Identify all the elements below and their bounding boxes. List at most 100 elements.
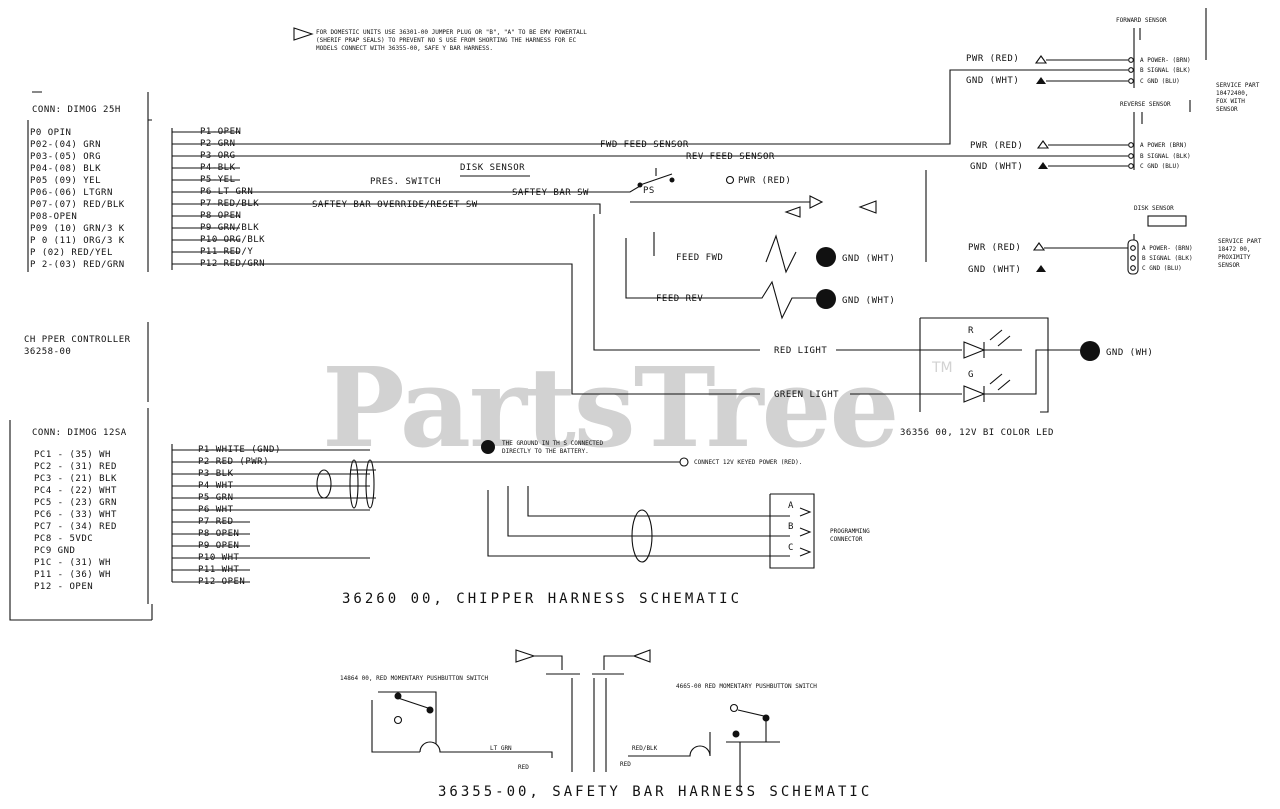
connector-25-title: CONN: DIMOG 25H [32, 105, 121, 115]
fwd-note: 10472400, [1216, 90, 1249, 97]
connector-12-block: CONN: DIMOG 12SA PC1 - (35) WH PC2 - (31… [9, 420, 153, 621]
lower-wire-label: P3-BLK [198, 469, 234, 479]
led-g-label: G [968, 370, 974, 380]
disk-sensor-label: DISK SENSOR [460, 163, 525, 173]
lower-wire-label: P2-RED (PWR) [198, 457, 269, 467]
domestic-note-line-2: (SHERIF PRAP SEALS) TO PREVENT NO S USE … [316, 37, 576, 44]
led-r-label: R [968, 326, 974, 336]
connector-25-pin: P (02) RED/YEL [30, 248, 113, 258]
fwd-pin-c: C GND (BLU) [1140, 78, 1180, 85]
override-label: SAFTEY BAR OVERRIDE/RESET SW [312, 200, 478, 210]
fwd-pwr-label: PWR (RED) [966, 54, 1019, 64]
gnd-wht-label: GND (WHT) [842, 254, 895, 264]
right-switch-label: 4665-00 RED MOMENTARY PUSHBUTTON SWITCH [676, 683, 817, 690]
green-light-label: GREEN LIGHT [774, 390, 839, 400]
red-label-left: RED [518, 764, 529, 771]
disk-sensor-title: DISK SENSOR [1134, 205, 1174, 212]
lower-wire-label: P6-WHT [198, 505, 234, 515]
disk-note: SENSOR [1218, 262, 1240, 269]
lower-wire-label: P10 WHT [198, 553, 240, 563]
connector-25-pin: P0 OPIN [30, 128, 71, 138]
fwd-feed-label: FWD FEED SENSOR [600, 140, 689, 150]
disk-note: PROXIMITY [1218, 254, 1251, 261]
connector-12-pin: PC4 - (22) WHT [34, 486, 117, 496]
domestic-note-line-1: FOR DOMESTIC UNITS USE 36301-00 JUMPER P… [316, 29, 587, 36]
prog-pin-a: A [788, 501, 794, 511]
upper-wire-label: P11-RED/Y [200, 247, 253, 257]
upper-wire-label: P7-RED/BLK [200, 199, 259, 209]
upper-wire-label: P12-RED/GRN [200, 259, 265, 269]
controller-part: 36258-00 [24, 347, 71, 357]
upper-wire-label: P6-LT GRN [200, 187, 253, 197]
prog-pin-b: B [788, 522, 794, 532]
gnd-terminal-fwd [816, 247, 836, 267]
led-part-label: 36356 00, 12V BI COLOR LED [900, 428, 1054, 438]
lower-wire-label: P1-WHITE (GND) [198, 445, 281, 455]
lt-grn-label: LT GRN [490, 745, 512, 752]
pres-switch-label: PRES. SWITCH [370, 177, 441, 187]
chipper-controller: CH PPER CONTROLLER 36258-00 [24, 322, 149, 604]
gnd-terminal-rev [816, 289, 836, 309]
lower-wire-label: P9 OPEN [198, 541, 239, 551]
fwd-note: FOX WITH [1216, 98, 1245, 105]
upper-wire-label: P10 ORG/BLK [200, 235, 265, 245]
disk-sensor: DISK SENSOR PWR (RED) GND (WHT) A POWER-… [968, 205, 1262, 275]
connector-12-pin: PC5 - (23) GRN [34, 498, 117, 508]
watermark-trademark: TM [931, 360, 953, 376]
programming-label-2: CONNECTOR [830, 536, 863, 543]
rev-pin-b: B SIGNAL (BLK) [1140, 153, 1191, 160]
fwd-pin-b: B SIGNAL (BLK) [1140, 67, 1191, 74]
upper-wire-label: P9-GRN/BLK [200, 223, 259, 233]
rev-gnd-label: GND (WHT) [970, 162, 1023, 172]
forward-sensor: FORWARD SENSOR PWR (RED) GND (WHT) A POW… [966, 8, 1260, 113]
connector-12-pin: P12 - OPEN [34, 582, 93, 592]
ground-note-1: THE GROUND IN TH S CONNECTED [502, 440, 604, 447]
fwd-note: SERVICE PART [1216, 82, 1260, 89]
lower-wire-label: P11-WHT [198, 565, 240, 575]
upper-wire-label: P2-GRN [200, 139, 236, 149]
disk-pin-b: B SIGNAL (BLK) [1142, 255, 1193, 262]
rev-feed-label: REV FEED SENSOR [686, 152, 775, 162]
feed-rev-label: FEED REV [656, 294, 703, 304]
connector-12-pin: PC3 - (21) BLK [34, 474, 117, 484]
disk-gnd-label: GND (WHT) [968, 265, 1021, 275]
bi-color-led: R G GND (WH) 36356 00, 12V BI COLOR LED [900, 317, 1153, 438]
lower-harness: P1-WHITE (GND) P2-RED (PWR) P3-BLK P4 WH… [171, 440, 870, 587]
connector-25-pin: P05 (09) YEL [30, 176, 101, 186]
connect-power-note: CONNECT 12V KEYED POWER (RED). [694, 459, 802, 466]
red-label-right: RED [620, 761, 631, 768]
connector-12-pin: PC7 - (34) RED [34, 522, 117, 532]
safety-title: 36355-00, SAFETY BAR HARNESS SCHEMATIC [438, 784, 872, 800]
rev-pin-a: A POWER (BRN) [1140, 142, 1187, 149]
lower-wire-label: P4 WHT [198, 481, 234, 491]
red-light-label: RED LIGHT [774, 346, 827, 356]
connector-25-pin: P03-(05) ORG [30, 152, 101, 162]
reverse-sensor-title: REVERSE SENSOR [1120, 101, 1171, 108]
disk-pin-a: A POWER- (BRN) [1142, 245, 1193, 252]
domestic-note: FOR DOMESTIC UNITS USE 36301-00 JUMPER P… [293, 27, 587, 52]
upper-harness: P1-OPEN P2-GRN P3-ORG P4-BLK P5-YEL P6-L… [171, 127, 265, 270]
upper-wire-label: P8 OPEN [200, 211, 241, 221]
red-blk-label: RED/BLK [632, 745, 658, 752]
lower-wire-label: P8-OPEN [198, 529, 239, 539]
rev-pin-c: C GND (BLU) [1140, 163, 1180, 170]
connector-12-pin: PC2 - (31) RED [34, 462, 117, 472]
connector-25-pin: P 2-(03) RED/GRN [30, 260, 125, 270]
disk-pwr-label: PWR (RED) [968, 243, 1021, 253]
battery-ground-dot [481, 440, 495, 454]
signal-wires: FWD FEED SENSOR REV FEED SENSOR DISK SEN… [240, 69, 1128, 400]
feed-fwd-label: FEED FWD [676, 253, 723, 263]
disk-note: SERVICE PART [1218, 238, 1262, 245]
fwd-pin-a: A POWER- (BRN) [1140, 57, 1191, 64]
saftey-bar-label: SAFTEY BAR SW [512, 188, 589, 198]
watermark: PartsTree [322, 343, 898, 472]
connector-12-pin: P11 - (36) WH [34, 570, 111, 580]
upper-wire-label: P4-BLK [200, 163, 236, 173]
connector-25-pin: P06-(06) LTGRN [30, 188, 113, 198]
connector-25-pin: P08-OPEN [30, 212, 77, 222]
connector-25-pin: P07-(07) RED/BLK [30, 200, 125, 210]
lower-wire-label: P12-OPEN [198, 577, 245, 587]
ground-note-2: DIRECTLY TO THE BATTERY. [502, 448, 589, 455]
safety-bar-harness: 14864 00, RED MOMENTARY PUSHBUTTON SWITC… [340, 649, 872, 800]
